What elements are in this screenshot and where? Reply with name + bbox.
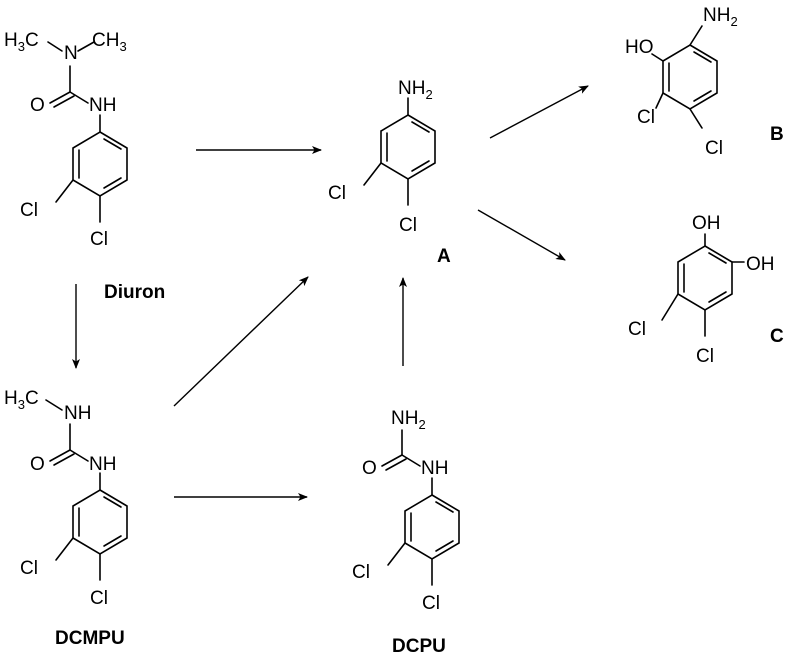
label-c: C (770, 326, 784, 347)
label-diuron: Diuron (104, 282, 165, 303)
dcmpu-chlorine-4: Cl (90, 588, 108, 609)
diuron-chlorine-4: Cl (90, 229, 108, 250)
arrow-a-to-b (489, 85, 589, 139)
label-a: A (437, 246, 451, 267)
dcpu-chlorine-3: Cl (352, 562, 370, 583)
dcpu-amino: NH2 (391, 408, 426, 432)
arrow-dcmpu-to-a (173, 276, 309, 407)
dcmpu-oxygen: O (30, 454, 45, 475)
dcpu-oxygen: O (362, 458, 377, 479)
compound-a-chlorine-4: Cl (399, 215, 417, 236)
compound-b-hydroxyl: HO (625, 37, 654, 58)
dcmpu-methyl: H3C (4, 388, 39, 412)
compound-a-structure: NH2 Cl Cl (328, 78, 436, 236)
dcmpu-structure: H3C NH O NH Cl Cl (4, 388, 128, 609)
arrow-a-to-c (477, 209, 566, 261)
compound-b-chlorine-3: Cl (637, 107, 655, 128)
dcpu-structure: NH2 O NH Cl Cl (352, 408, 460, 614)
dcmpu-nh: NH (89, 454, 116, 475)
compound-b-chlorine-4: Cl (705, 138, 723, 159)
dcpu-chlorine-4: Cl (422, 593, 440, 614)
label-dcpu: DCPU (392, 636, 446, 657)
compound-c-chlorine-5: Cl (696, 346, 714, 367)
compound-c-chlorine-4: Cl (628, 319, 646, 340)
diuron-chlorine-3: Cl (20, 200, 38, 221)
dcmpu-nh-methyl: NH (64, 403, 91, 424)
compound-b-structure: NH2 HO Cl Cl (625, 5, 738, 159)
diuron-oxygen: O (30, 95, 45, 116)
compound-a-chlorine-3: Cl (328, 183, 346, 204)
diuron-methyl-left: H3C (4, 30, 39, 54)
label-b: B (770, 124, 784, 145)
dcmpu-chlorine-3: Cl (20, 558, 38, 579)
compound-a-amino: NH2 (398, 78, 433, 102)
diuron-methyl-right: CH3 (92, 30, 127, 54)
compound-c-structure: OH OH Cl Cl (628, 213, 775, 367)
diuron-structure: H3C N CH3 O NH Cl Cl (4, 30, 128, 250)
diuron-nitrogen: N (64, 43, 78, 64)
diuron-nh: NH (89, 95, 116, 116)
compound-c-hydroxyl-1: OH (692, 213, 721, 234)
dcpu-nh: NH (421, 458, 448, 479)
compound-c-hydroxyl-2: OH (746, 254, 775, 275)
compound-b-amino: NH2 (703, 5, 738, 29)
label-dcmpu: DCMPU (55, 628, 125, 649)
